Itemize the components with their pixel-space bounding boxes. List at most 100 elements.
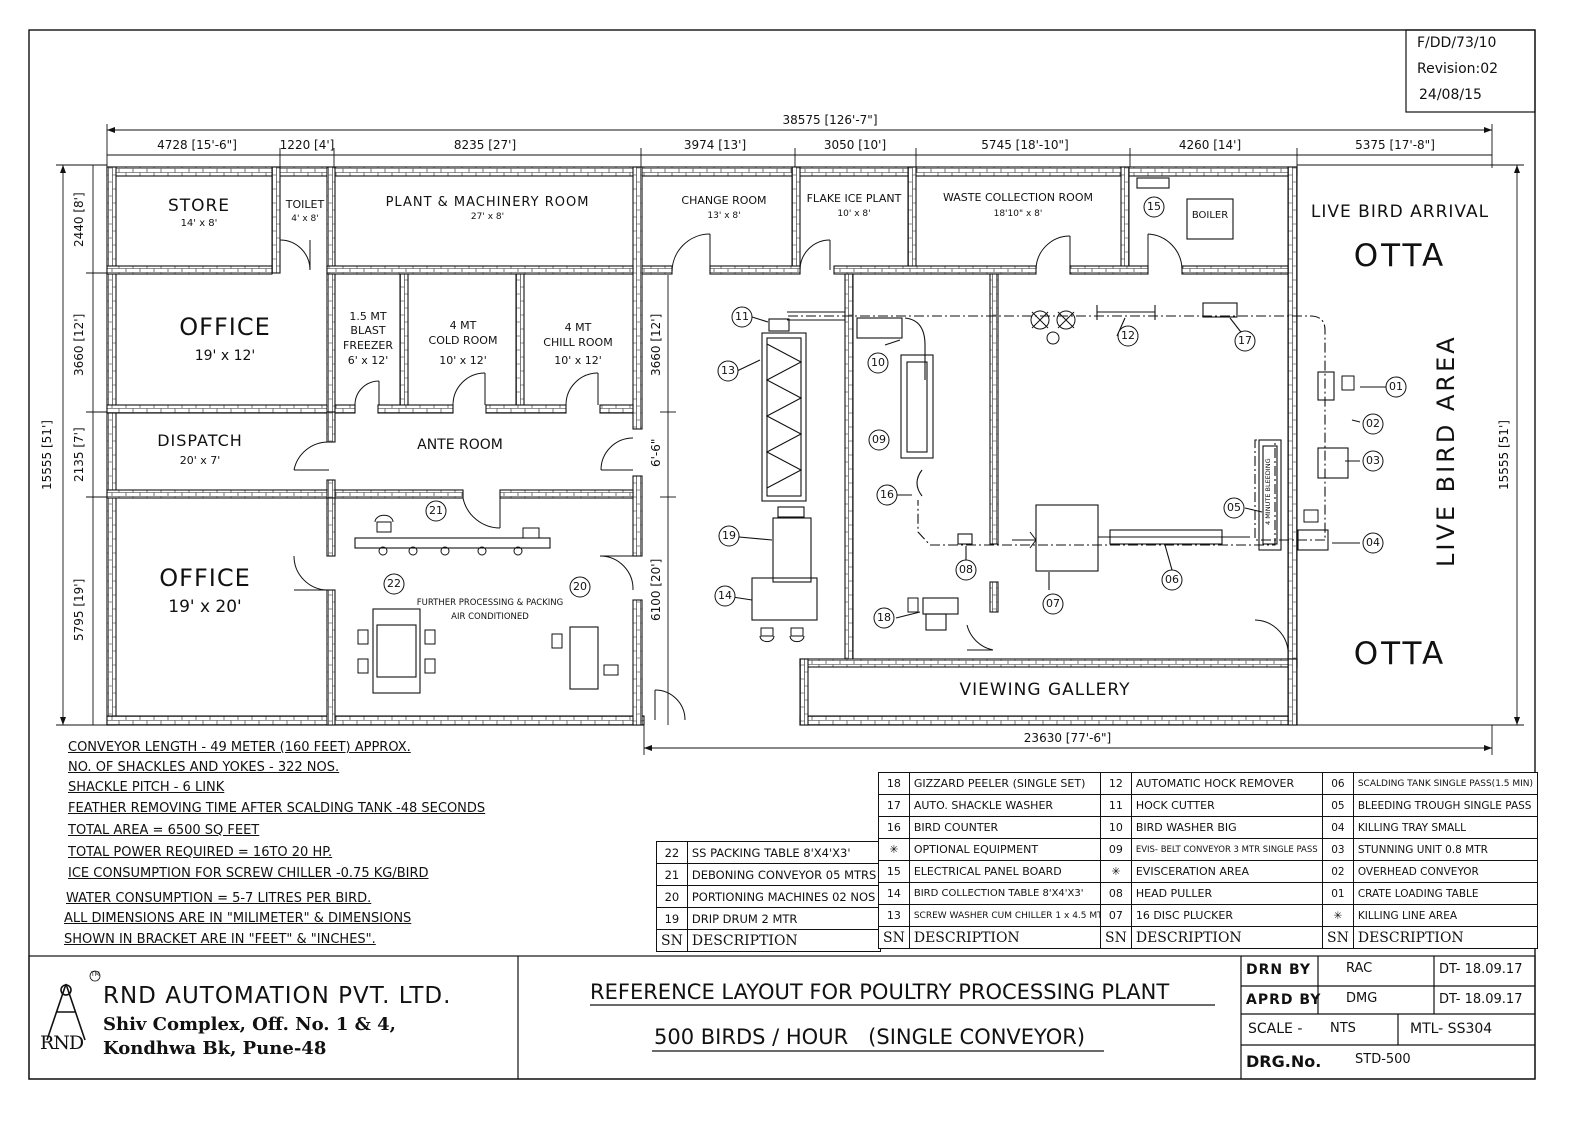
room-office-1-size: 19' x 12'	[194, 348, 256, 364]
marker-21: 21	[429, 504, 443, 517]
company-address-2: Kondhwa Bk, Pune-48	[103, 1038, 327, 1059]
room-further-l1: FURTHER PROCESSING & PACKING	[416, 598, 564, 608]
dim-seg-flake: 3050 [10']	[823, 138, 887, 152]
marker-22: 22	[387, 577, 401, 590]
legend-desc: OVERHEAD CONVEYOR	[1352, 860, 1539, 883]
legend-desc: DRIP DRUM 2 MTR	[686, 907, 882, 930]
marker-12: 12	[1121, 329, 1135, 342]
legend-header-desc: DESCRIPTION	[1352, 926, 1539, 949]
room-change-size: 13' x 8'	[707, 211, 741, 221]
room-live-bird-arrival: LIVE BIRD ARRIVAL	[1310, 202, 1490, 222]
drawn-by-date: DT- 18.09.17	[1439, 962, 1523, 977]
note-line: SHOWN IN BRACKET ARE IN "FEET" & "INCHES…	[64, 932, 376, 947]
legend-desc: AUTO. SHACKLE WASHER	[908, 794, 1114, 817]
revision-date: 24/08/15	[1419, 87, 1482, 103]
dim-right-overall: 15555 [51']	[1497, 420, 1511, 490]
legend-desc: KILLING LINE AREA	[1352, 904, 1539, 927]
room-otta-top: OTTA	[1353, 238, 1447, 274]
note-line: TOTAL AREA = 6500 SQ FEET	[68, 823, 260, 838]
legend-desc: BIRD COUNTER	[908, 816, 1114, 839]
trademark-mark: TM	[91, 971, 100, 978]
legend-sn: 20	[656, 885, 688, 908]
legend-sn: 18	[878, 772, 910, 795]
marker-19: 19	[722, 529, 736, 542]
legend-header-desc: DESCRIPTION	[1130, 926, 1323, 949]
legend-desc: BIRD COLLECTION TABLE 8'X4'X3'	[908, 882, 1114, 905]
legend-row: ✳KILLING LINE AREA	[1322, 904, 1539, 927]
room-toilet: TOILET	[285, 198, 325, 211]
legend-sn: 21	[656, 863, 688, 886]
bleeding-label: 4 MINUTE BLEEDING	[1264, 458, 1272, 526]
marker-16: 16	[880, 488, 894, 501]
material-spec: MTL- SS304	[1410, 1021, 1493, 1037]
dim-seg-waste: 5745 [18'-10"]	[981, 138, 1069, 152]
legend-sn: 04	[1322, 816, 1354, 839]
room-waste: WASTE COLLECTION ROOM	[943, 191, 1093, 204]
room-viewing-gallery: VIEWING GALLERY	[959, 680, 1131, 700]
dim-seg-toilet: 1220 [4']	[279, 138, 335, 152]
room-blast-size: 6' x 12'	[347, 354, 389, 367]
legend-sn: 02	[1322, 860, 1354, 883]
legend-desc: SCALDING TANK SINGLE PASS(1.5 MIN)	[1352, 772, 1539, 795]
room-blast-l2: BLAST	[350, 324, 386, 337]
dim-left-row2: 3660 [12']	[72, 313, 86, 377]
marker-13: 13	[721, 364, 735, 377]
dim-left-overall: 15555 [51']	[40, 420, 54, 490]
room-boiler: BOILER	[1191, 210, 1229, 221]
room-further-l2: AIR CONDITIONED	[451, 612, 529, 622]
legend-desc: ELECTRICAL PANEL BOARD	[908, 860, 1114, 883]
legend-sn: ✳	[1100, 860, 1132, 883]
drawing-number-value: STD-500	[1355, 1052, 1411, 1067]
dim-mid-row2: 6'-6"	[649, 438, 663, 468]
marker-05: 05	[1227, 501, 1241, 514]
marker-04: 04	[1366, 536, 1380, 549]
legend-desc: AUTOMATIC HOCK REMOVER	[1130, 772, 1323, 795]
legend-sn: 22	[656, 841, 688, 864]
legend-row: ✳OPTIONAL EQUIPMENT	[878, 838, 1114, 861]
legend-desc: DEBONING CONVEYOR 05 MTRS	[686, 863, 882, 886]
note-line: NO. OF SHACKLES AND YOKES - 322 NOS.	[68, 760, 340, 775]
legend-sn: 01	[1322, 882, 1354, 905]
legend-header-sn: SN	[878, 926, 910, 949]
room-dispatch-size: 20' x 7'	[179, 454, 221, 467]
room-cold-l1: 4 MT	[449, 319, 477, 332]
legend-desc: KILLING TRAY SMALL	[1352, 816, 1539, 839]
legend-header-sn: SN	[1322, 926, 1354, 949]
room-live-bird-area: LIVE BIRD AREA	[1432, 334, 1460, 567]
drawn-by-label: DRN BY	[1246, 962, 1312, 978]
room-cold-l2: COLD ROOM	[428, 334, 498, 347]
legend-desc: EVISCERATION AREA	[1130, 860, 1323, 883]
legend-desc: STUNNING UNIT 0.8 MTR	[1352, 838, 1539, 861]
revision-number: Revision:02	[1417, 61, 1499, 77]
legend-header-sn: SN	[1100, 926, 1132, 949]
note-line: SHACKLE PITCH - 6 LINK	[68, 780, 225, 795]
dim-mid-row3: 6100 [20']	[649, 558, 663, 622]
room-flake: FLAKE ICE PLANT	[806, 192, 902, 205]
drawn-by-value: RAC	[1346, 961, 1373, 976]
legend-sn: 11	[1100, 794, 1132, 817]
dim-seg-plant: 8235 [27']	[453, 138, 517, 152]
drawing-subtitle: 500 BIRDS / HOUR (SINGLE CONVEYOR)	[654, 1025, 1086, 1049]
drawing-number-label: DRG.No.	[1246, 1052, 1322, 1071]
legend-sn: 12	[1100, 772, 1132, 795]
note-line: WATER CONSUMPTION = 5-7 LITRES PER BIRD.	[66, 891, 372, 906]
room-chill-l2: CHILL ROOM	[543, 336, 613, 349]
dim-left-row3: 2135 [7']	[72, 427, 86, 483]
